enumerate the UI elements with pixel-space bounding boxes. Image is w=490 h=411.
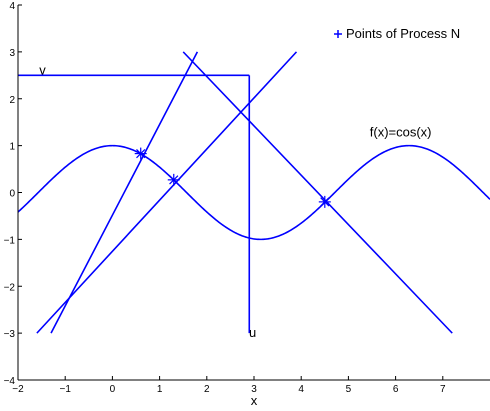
line-segment-1 [36, 51, 298, 334]
x-tick-label: 5 [346, 384, 352, 395]
line-segment-2 [182, 51, 453, 334]
x-tick-label: 7 [440, 384, 446, 395]
legend: Points of Process N [334, 26, 460, 41]
x-tick-label: 2 [204, 384, 210, 395]
line-segment-0 [50, 51, 199, 334]
y-tick-label: 4 [9, 1, 15, 12]
point-marker [134, 147, 147, 160]
y-tick-label: 2 [9, 95, 15, 106]
cos-curve [18, 144, 490, 241]
x-tick-label: −1 [59, 384, 71, 395]
axes: −2 −1 0 1 2 3 4 5 6 7 −4 −3 −2 −1 0 1 2 3 4 [4, 1, 490, 395]
x-tick-label: 4 [298, 384, 304, 395]
x-tick-label: 6 [393, 384, 399, 395]
y-tick-label: −3 [4, 329, 16, 340]
x-tick-label: 3 [251, 384, 257, 395]
annotation-v: v [39, 62, 46, 77]
x-tick-label: 0 [110, 384, 116, 395]
y-tick-label: −2 [4, 282, 16, 293]
y-tick-label: −1 [4, 235, 16, 246]
series-group [18, 51, 490, 334]
annotation-u: u [249, 325, 256, 340]
point-marker [318, 195, 331, 208]
y-tick-label: 3 [9, 48, 15, 59]
x-tick-label: −2 [12, 384, 24, 395]
curve-label: f(x)=cos(x) [370, 124, 432, 139]
chart-text: x f(x)=cos(x) Points of Process N v u [39, 26, 460, 408]
plot-area [18, 51, 490, 334]
x-tick-label: 1 [157, 384, 163, 395]
y-tick-label: −4 [4, 376, 16, 387]
y-tick-label: 1 [9, 142, 15, 153]
legend-label: Points of Process N [346, 26, 460, 41]
point-marker [167, 173, 180, 186]
y-tick-label: 0 [9, 189, 15, 200]
x-axis-label: x [251, 393, 258, 408]
